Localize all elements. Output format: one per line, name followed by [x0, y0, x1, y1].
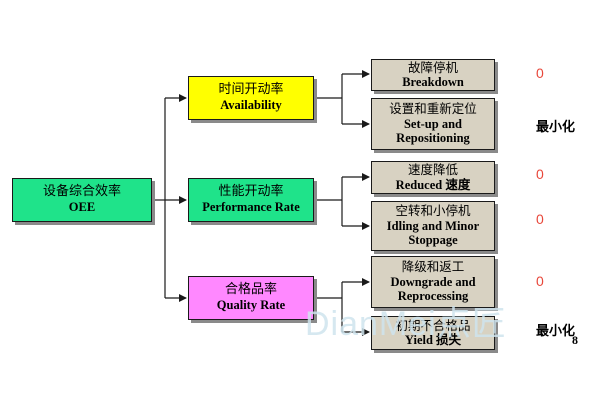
- target-reduced-speed: 0: [536, 166, 544, 182]
- oee-node: 设备综合效率 OEE: [12, 178, 152, 222]
- performance-rate-label-zh: 性能开动率: [218, 184, 284, 200]
- side-note-minimize: 最小化: [536, 120, 576, 135]
- loss-yield-en: Yield 损失: [404, 333, 462, 347]
- loss-downgrade-node: 降级和返工 Downgrade and Reprocessing: [371, 256, 495, 308]
- quality-rate-label-en: Quality Rate: [216, 298, 286, 313]
- loss-yield-node: 初期不合格品 Yield 损失: [371, 316, 495, 350]
- loss-setup-zh: 设置和重新定位: [389, 101, 477, 117]
- oee-label-en: OEE: [68, 200, 96, 215]
- loss-breakdown-node: 故障停机 Breakdown: [371, 59, 495, 91]
- loss-breakdown-en: Breakdown: [402, 75, 464, 89]
- loss-downgrade-en: Downgrade and Reprocessing: [390, 274, 476, 304]
- availability-label-zh: 时间开动率: [218, 82, 284, 98]
- quality-rate-label-zh: 合格品率: [224, 282, 277, 298]
- quality-rate-node: 合格品率 Quality Rate: [188, 276, 314, 320]
- loss-idling-zh: 空转和小停机: [395, 203, 471, 219]
- target-yield: 最小化: [536, 324, 576, 339]
- target-breakdown: 0: [536, 65, 544, 81]
- loss-breakdown-zh: 故障停机: [407, 59, 458, 75]
- performance-rate-label-en: Performance Rate: [202, 200, 300, 215]
- availability-label-en: Availability: [220, 98, 282, 113]
- availability-node: 时间开动率 Availability: [188, 76, 314, 120]
- performance-rate-node: 性能开动率 Performance Rate: [188, 178, 314, 222]
- target-downgrade: 0: [536, 273, 544, 289]
- loss-setup-node: 设置和重新定位 Set-up and Repositioning: [371, 98, 495, 150]
- loss-idling-en: Idling and Minor Stoppage: [386, 218, 480, 248]
- loss-reduced-speed-en: Reduced 速度: [395, 177, 471, 192]
- page-number: 8: [572, 333, 578, 347]
- loss-downgrade-zh: 降级和返工: [401, 259, 465, 275]
- oee-label-zh: 设备综合效率: [42, 184, 121, 200]
- target-idling: 0: [536, 211, 544, 227]
- loss-yield-zh: 初期不合格品: [395, 317, 471, 333]
- loss-reduced-speed-zh: 速度降低: [407, 162, 458, 178]
- loss-reduced-speed-node: 速度降低 Reduced 速度: [371, 161, 495, 194]
- loss-idling-node: 空转和小停机 Idling and Minor Stoppage: [371, 201, 495, 251]
- loss-setup-en: Set-up and Repositioning: [396, 116, 470, 146]
